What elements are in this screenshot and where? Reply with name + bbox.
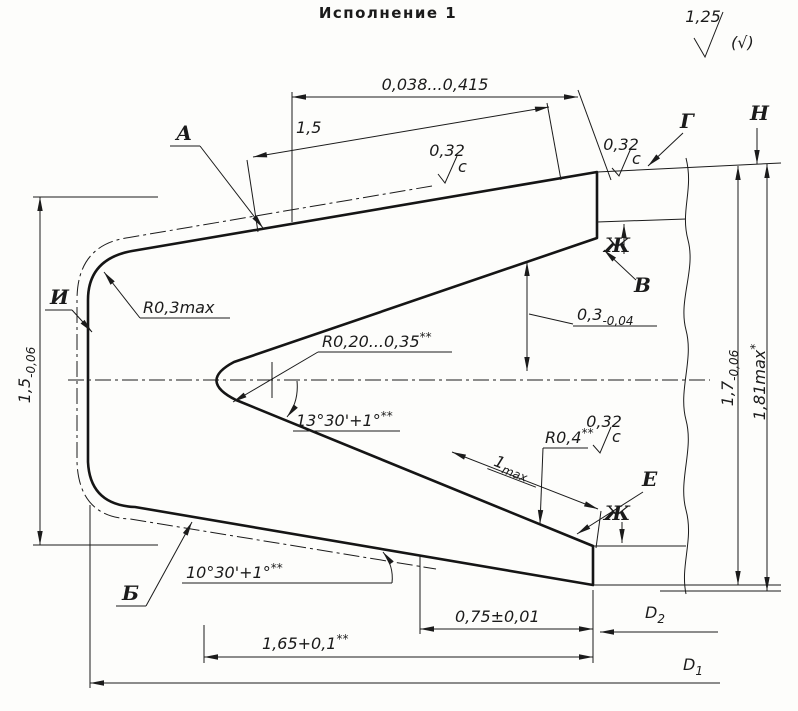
- callout-angle-bottom: 10°30'+1°**: [182, 551, 394, 584]
- top-length-text: 1,5: [296, 118, 321, 137]
- top-surface-extension: [596, 162, 782, 173]
- upper-groove-line: [596, 218, 687, 223]
- dimension-d2: D2: [600, 603, 718, 635]
- roughness-symbol-mid: 0,32 c: [429, 141, 467, 184]
- angle-slot-text: 13°30'+1°**: [296, 409, 393, 430]
- leader-line: [71, 309, 93, 333]
- check-mark-icon: [437, 155, 458, 184]
- dimension-arm-thickness: 0,3-0,04: [524, 262, 657, 371]
- roughness-symbol-tip: 0,32 c: [586, 412, 622, 454]
- right-height-text: 1,7-0,06: [718, 349, 741, 406]
- gap-range-text: 0,038...0,415: [382, 75, 489, 94]
- svg-text:Ж: Ж: [602, 501, 631, 525]
- extension-line: [546, 102, 562, 181]
- general-roughness-note: 1,25 (√): [685, 7, 754, 59]
- break-and-extension-region: [593, 157, 782, 595]
- slot-length-text: 1,65+0,1**: [262, 632, 348, 653]
- radius-slot-text: R0,20...0,35**: [322, 330, 432, 351]
- dimension-left-height: 1,5-0,06: [15, 196, 158, 546]
- angle-bottom-text: 10°30'+1°**: [186, 561, 283, 582]
- dimension-end-width: 0,75±0,01: [419, 556, 594, 663]
- max-height-text: 1,81max*: [748, 344, 769, 420]
- text-underline: [487, 468, 537, 488]
- label-b: Б: [116, 521, 193, 607]
- svg-text:Н: Н: [749, 101, 770, 125]
- check-mark-icon: [611, 147, 632, 177]
- extension-line: [595, 510, 602, 549]
- extension-line: [246, 159, 259, 233]
- radius-tip-text: R0,4**: [545, 426, 594, 447]
- surface-zone-chain-line: [76, 185, 437, 570]
- label-n: Н: [749, 101, 770, 164]
- label-zh-bot: Ж: [602, 501, 631, 543]
- check-mark-icon: [693, 11, 724, 59]
- drawing-title: Исполнение 1: [319, 4, 457, 22]
- svg-text:Ж: Ж: [602, 233, 631, 257]
- arm-thickness-text: 0,3-0,04: [577, 305, 634, 328]
- roughness-value: 0,32: [586, 412, 622, 431]
- center-and-chain-lines: [68, 185, 710, 570]
- svg-text:А: А: [174, 121, 192, 145]
- radius-nose-text: R0,3max: [143, 298, 215, 317]
- leader-line: [103, 271, 141, 319]
- label-zh-top: Ж: [602, 224, 631, 257]
- label-e: Е: [576, 467, 658, 535]
- label-i: И: [45, 285, 93, 333]
- roughness-value: 1,25: [685, 7, 721, 26]
- leader-line: [145, 521, 193, 607]
- main-section-outline: [86, 170, 599, 587]
- roughness-grade: c: [612, 427, 621, 446]
- dimension-d1: D1: [89, 505, 720, 688]
- leader-line: [576, 491, 644, 535]
- dimension-slot-length: 1,65+0,1**: [203, 625, 593, 663]
- check-mark-icon: [592, 426, 612, 454]
- roughness-value: 0,32: [429, 141, 465, 160]
- leader-line: [232, 351, 319, 403]
- callout-radius-tip: R0,4**: [537, 426, 594, 525]
- dimension-max-height: 1,81max*: [748, 164, 770, 591]
- dimension-top-length: 1,5: [246, 102, 562, 233]
- svg-text:В: В: [633, 273, 651, 297]
- break-wavy-line: [683, 157, 691, 595]
- callout-radius-nose: R0,3max: [103, 271, 230, 319]
- left-height-text: 1,5-0,06: [15, 346, 38, 403]
- label-a: А: [170, 121, 264, 229]
- leader-line: [603, 249, 637, 281]
- dimension-right-height: 1,7-0,06: [718, 166, 741, 585]
- label-v: В: [603, 249, 651, 297]
- svg-text:Е: Е: [641, 467, 658, 491]
- leader-line: [199, 145, 264, 229]
- callout-angle-slot: 13°30'+1°**: [286, 380, 400, 432]
- paren-check: (√): [731, 33, 754, 52]
- taper-length-text: 1max: [490, 451, 533, 485]
- d1-text: D1: [683, 655, 703, 678]
- roughness-symbol-right: 0,32 c: [603, 135, 641, 177]
- roughness-grade: c: [458, 157, 467, 176]
- angle-arc: [382, 551, 394, 584]
- extension-line: [577, 89, 612, 181]
- roughness-grade: c: [632, 149, 641, 168]
- leader-line: [528, 313, 574, 325]
- angle-arc: [286, 380, 298, 418]
- svg-text:Г: Г: [679, 109, 695, 133]
- roughness-value: 0,32: [603, 135, 639, 154]
- svg-text:И: И: [49, 285, 70, 309]
- end-width-text: 0,75±0,01: [455, 607, 540, 626]
- d2-text: D2: [645, 603, 665, 626]
- svg-text:Б: Б: [121, 581, 139, 605]
- label-g: Г: [647, 109, 695, 167]
- leader-line: [647, 132, 684, 167]
- callout-radius-slot: R0,20...0,35**: [232, 330, 452, 403]
